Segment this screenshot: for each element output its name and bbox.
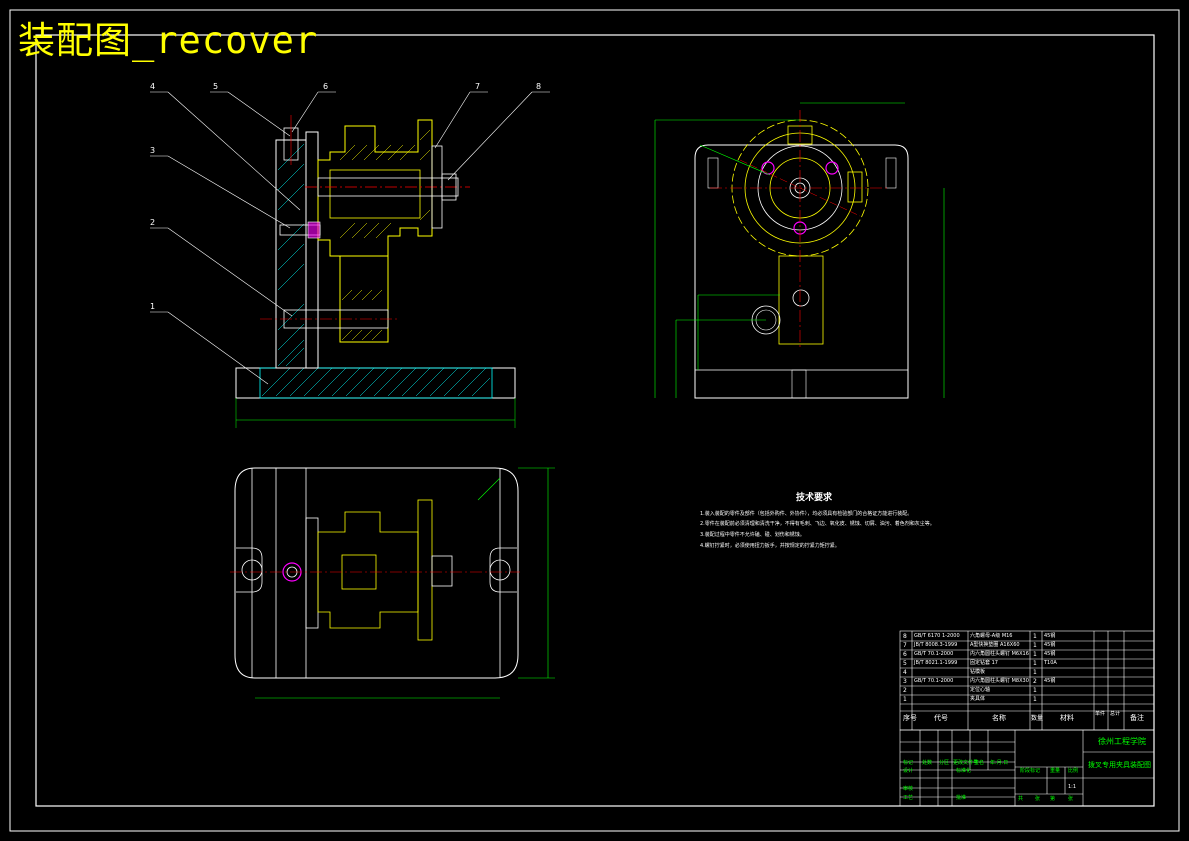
part-material: 45钢 — [1044, 642, 1056, 648]
technical-requirement-item: 1.装入装配的零件及部件（包括外购件、外协件），均必须具有检验部门的合格证方能进… — [700, 511, 913, 517]
part-name: 内六角圆柱头螺钉 M8X30 — [970, 678, 1029, 684]
part-name: 定位心轴 — [970, 687, 991, 693]
balloon-8: 8 — [536, 82, 541, 91]
part-qty: 1 — [1033, 651, 1037, 658]
balloon-4: 4 — [150, 82, 155, 91]
balloon-3: 3 — [150, 146, 155, 155]
parts-header: 材料 — [1060, 714, 1074, 722]
part-qty: 2 — [1033, 678, 1037, 685]
part-qty: 1 — [1033, 687, 1037, 694]
tb-label: 分区 — [939, 760, 950, 766]
part-qty: 1 — [1033, 633, 1037, 640]
balloon-6: 6 — [323, 82, 328, 91]
part-qty: 1 — [1033, 696, 1037, 703]
part-code: JB/T 8008.3-1999 — [914, 642, 958, 648]
part-name: 固定钻套 17 — [970, 660, 998, 666]
part-code: GB/T 70.1-2000 — [914, 651, 954, 657]
tb-label: 比例 — [1068, 768, 1079, 774]
tb-label: 审核 — [903, 786, 914, 792]
part-name: A型快换垫圈 A16X60 — [970, 642, 1020, 648]
parts-list-grid — [899, 630, 1155, 807]
parts-header: 序号 — [903, 714, 917, 722]
tb-label: 处数 — [922, 760, 933, 766]
part-no: 4 — [903, 669, 907, 676]
technical-requirement-item: 2.零件在装配前必须清理和清洗干净，不得有毛刺、飞边、氧化皮、锈蚀、切屑、油污、… — [700, 521, 935, 527]
tb-label: 签名 — [974, 760, 985, 766]
part-no: 5 — [903, 660, 907, 667]
part-no: 6 — [903, 651, 907, 658]
parts-header: 单件 — [1095, 711, 1106, 717]
part-qty: 1 — [1033, 669, 1037, 676]
part-qty: 1 — [1033, 642, 1037, 649]
part-material: 45钢 — [1044, 678, 1056, 684]
inner-frame — [35, 34, 1155, 807]
tb-label: 设计 — [903, 768, 914, 774]
tb-label: 工艺 — [903, 795, 914, 801]
tb-label: 第 — [1050, 796, 1056, 802]
parts-header: 数量 — [1031, 715, 1044, 722]
technical-requirement-item: 4.螺钉拧紧时，必须使用扭力扳手，并按规定的拧紧力矩拧紧。 — [700, 543, 840, 549]
part-no: 7 — [903, 642, 907, 649]
parts-header: 总计 — [1110, 711, 1121, 717]
outer-frame — [9, 9, 1180, 832]
tb-label: 重量 — [1050, 768, 1061, 774]
part-no: 1 — [903, 696, 907, 703]
part-material: 45钢 — [1044, 651, 1056, 657]
part-code: JB/T 8021.1-1999 — [914, 660, 958, 666]
technical-requirement-item: 3.装配过程中零件不允许磕、碰、划伤和锈蚀。 — [700, 532, 805, 538]
part-qty: 1 — [1033, 660, 1037, 667]
drawing-name: 拨叉专用夹具装配图 — [1088, 761, 1151, 769]
balloon-7: 7 — [475, 82, 480, 91]
drawing-title: 装配图_recover — [18, 19, 319, 62]
part-code: GB/T 6170 1-2000 — [914, 633, 960, 639]
balloon-1: 1 — [150, 302, 155, 311]
part-code: GB/T 70.1-2000 — [914, 678, 954, 684]
tb-label: 张 — [1035, 796, 1041, 802]
parts-header: 代号 — [934, 714, 948, 722]
parts-header: 备注 — [1130, 714, 1144, 722]
balloon-5: 5 — [213, 82, 218, 91]
part-name: 六角螺母-A级 M16 — [970, 633, 1013, 639]
part-no: 2 — [903, 687, 907, 694]
balloon-2: 2 — [150, 218, 155, 227]
side-view — [654, 102, 945, 399]
tb-label: 更改文件号 — [953, 760, 979, 766]
tb-label: 标准化 — [956, 768, 972, 774]
front-section-view: 4 5 6 7 8 3 2 1 — [150, 82, 550, 428]
parts-header: 名称 — [992, 714, 1006, 722]
part-name: 钻模板 — [970, 669, 986, 675]
top-view — [230, 467, 555, 699]
tb-label: 共 — [1018, 796, 1024, 802]
part-no: 3 — [903, 678, 907, 685]
part-material: 45钢 — [1044, 633, 1056, 639]
part-name: 夹具体 — [970, 696, 986, 702]
tb-label: 标记 — [903, 760, 914, 766]
scale-value: 1:1 — [1068, 784, 1077, 790]
part-name: 内六角圆柱头螺钉 M6X16 — [970, 651, 1029, 657]
school-name: 徐州工程学院 — [1098, 737, 1146, 746]
tb-label: 阶段标记 — [1020, 768, 1041, 774]
part-no: 8 — [903, 633, 907, 640]
part-material: T10A — [1044, 660, 1057, 666]
tb-label: 批准 — [956, 795, 967, 801]
tb-label: 年.月.日 — [990, 760, 1009, 766]
tb-label: 张 — [1068, 796, 1074, 802]
technical-requirements-heading: 技术要求 — [796, 493, 833, 503]
